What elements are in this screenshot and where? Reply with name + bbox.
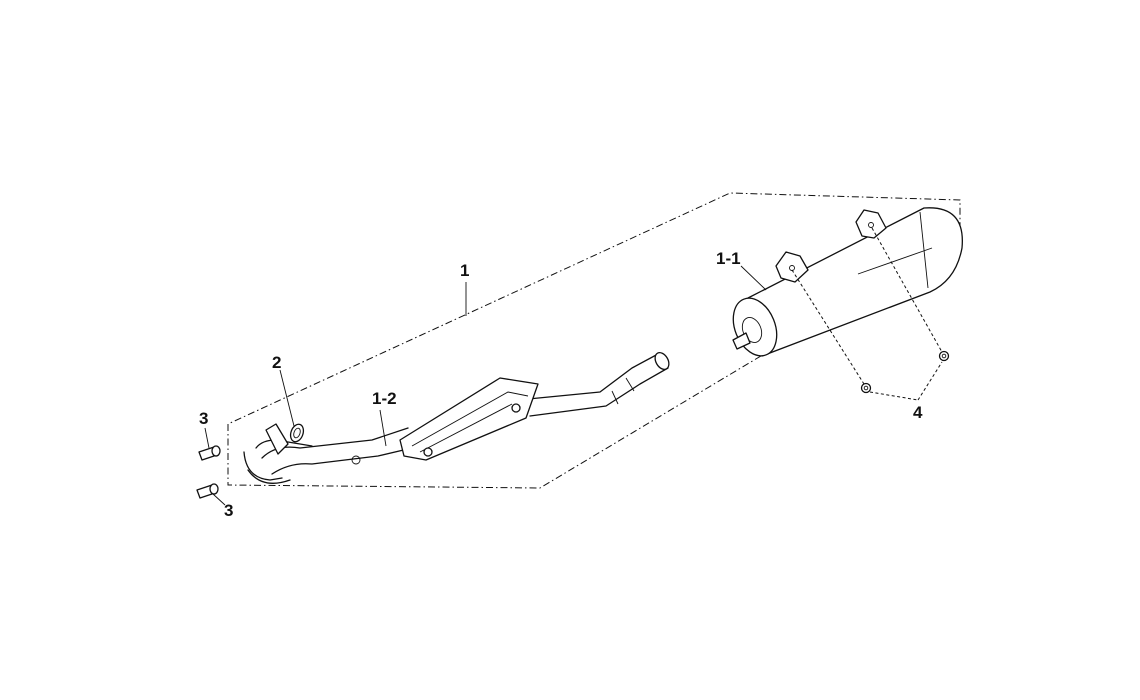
leader-lines <box>204 227 943 506</box>
muffler-bracket-front <box>775 251 809 283</box>
callout-exhaust-pipe: 1-2 <box>372 389 397 408</box>
callout-gasket: 2 <box>272 353 281 372</box>
callout-muffler-bolts: 4 <box>913 403 923 422</box>
flange-bolt-upper <box>198 445 221 461</box>
callout-flange-bolt-upper: 3 <box>199 409 208 428</box>
callout-muffler: 1-1 <box>716 249 741 268</box>
callout-assembly: 1 <box>460 261 469 280</box>
exhaust-pipe <box>243 351 670 484</box>
gasket <box>289 423 305 443</box>
pipe-flange <box>265 423 289 455</box>
muffler <box>732 207 963 357</box>
muffler-bolt-front <box>860 382 872 394</box>
callout-flange-bolt-lower: 3 <box>224 501 233 520</box>
flange-bolt-lower <box>196 483 219 499</box>
muffler-bracket-rear <box>855 209 887 239</box>
heat-shield <box>399 377 539 461</box>
muffler-bolt-rear <box>938 350 950 362</box>
